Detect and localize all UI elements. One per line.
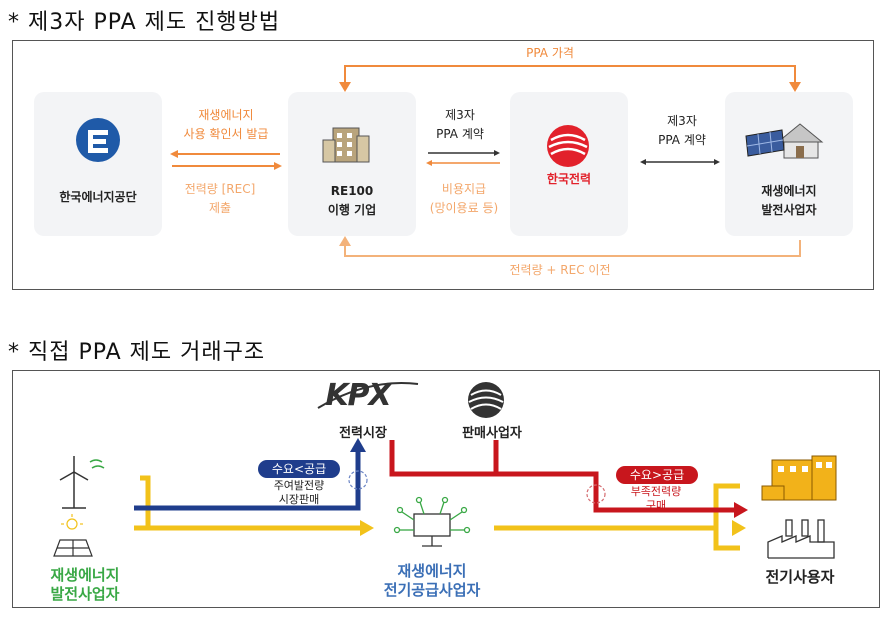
blue-market-line [134,448,361,511]
ppa2-label: 제3자 PPA 계약 [658,114,706,147]
generator-label-2: 재생에너지 발전사업자 [50,566,120,603]
seller-logo-icon [468,382,504,418]
demand-lt-supply-badge: 수요<공급 [258,460,340,478]
factory-user-icon [767,519,835,559]
supplier-hub-icon [393,496,471,547]
yellow-supply-line-left [140,475,362,531]
fee-label: 비용지급 (망이용료 등) [429,182,499,215]
section2-title: * 직접 PPA 제도 거래구조 [8,340,266,365]
ppa-price-line [344,65,796,88]
kpx-logo-text: KPX [325,378,391,413]
wind-turbine-icon [59,456,105,509]
building-user-icon [761,455,837,501]
kepco-logo-icon [547,125,589,167]
red-purchase-line [389,440,738,513]
re100-label: RE100 이행 기업 [327,184,377,217]
building-icon [322,127,370,163]
rec-transfer-arrowhead [339,236,351,246]
rec-submit-label: 전력량 [REC] 제출 [184,182,256,215]
solar-house-icon [745,123,824,159]
energy-agency-card [34,92,162,236]
supplier-label: 재생에너지 전기공급사업자 [383,562,481,599]
demand-gt-supply-badge: 수요>공급 [616,466,698,484]
red-arrowhead-user [734,502,748,518]
re100-card [288,92,416,236]
section1-title: * 제3자 PPA 제도 진행방법 [8,10,281,35]
yellow-arrowhead-supplier [360,520,374,536]
kpx-swoosh-icon [317,382,419,409]
solar-panel-icon [53,514,93,557]
surplus-sale-label: 주여발전량 시장판매 [273,479,325,506]
section2-frame [12,370,880,608]
rec-transfer-label: 전력량 + REC 이전 [509,263,611,277]
generator-label: 재생에너지 발전사업자 [761,184,817,217]
generator-card [725,92,853,236]
ppa1-label: 제3자 PPA 계약 [436,108,484,141]
energy-agency-logo-icon [76,118,120,162]
seller-label: 판매사업자 [462,426,522,441]
energy-agency-label: 한국에너지공단 [59,190,137,204]
kepco-logo-text: 한국전력 [546,172,592,186]
market-label: 전력시장 [339,426,387,441]
yellow-user-bracket [713,483,740,551]
ppa-price-label: PPA 가격 [526,46,574,60]
ppa-price-arrowhead [339,82,351,92]
shortage-buy-label: 부족전력량 구매 [630,485,682,512]
cert-issue-label: 재생에너지 사용 확인서 발급 [183,108,269,141]
user-label: 전기사용자 [765,568,835,586]
blue-arrowhead-market [350,438,366,452]
rec-transfer-line [344,240,801,257]
